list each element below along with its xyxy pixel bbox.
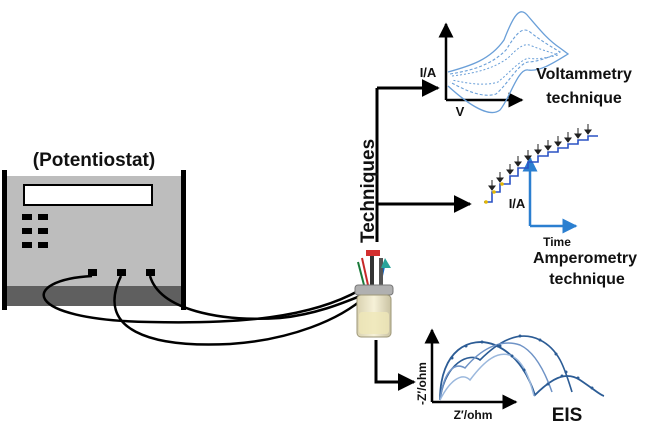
eis-x-label: Z′/ohm xyxy=(454,408,493,422)
eis-curve xyxy=(439,353,535,401)
voltammetry-curve xyxy=(447,11,570,114)
button-icon xyxy=(38,228,48,234)
voltammetry-y-label: I/A xyxy=(420,65,437,80)
electrochemical-cell-icon xyxy=(354,250,394,338)
button-icon xyxy=(22,228,32,234)
voltammetry-title-line1: Voltammetry xyxy=(536,66,632,83)
potentiostat-right-post xyxy=(181,170,186,310)
cable-3 xyxy=(148,275,371,320)
point-markers xyxy=(484,182,504,204)
button-icon xyxy=(38,242,48,248)
button-icon xyxy=(22,242,32,248)
lead-wire xyxy=(357,261,365,286)
button-icon xyxy=(38,214,48,220)
eis-curve xyxy=(439,335,573,401)
connector-port xyxy=(117,269,126,276)
arrow-icon xyxy=(374,340,416,391)
eis-curve xyxy=(439,341,605,401)
cell-cap xyxy=(354,284,394,296)
cable-1 xyxy=(42,274,361,324)
voltammetry-x-label: V xyxy=(456,104,465,119)
amperometry-title-line2: technique xyxy=(549,271,625,288)
electrode-tip xyxy=(381,258,391,268)
voltammetry-curve xyxy=(451,44,560,85)
cell-solution xyxy=(359,312,389,334)
branch-arrows xyxy=(374,79,472,391)
amperometry-title-line1: Amperometry xyxy=(533,250,637,267)
voltammetry-title-line2: technique xyxy=(546,90,622,107)
techniques-label: Techniques xyxy=(358,139,379,243)
display-screen xyxy=(23,184,153,206)
button-icon xyxy=(22,214,32,220)
electrode-clip xyxy=(366,250,380,256)
cable-2 xyxy=(113,275,367,346)
eis-y-label: -Z′/ohm xyxy=(415,362,429,405)
injection-markers xyxy=(488,124,592,191)
amperometry-trace xyxy=(484,135,598,203)
eis-markers xyxy=(450,334,594,390)
electrode xyxy=(379,258,383,286)
connector-port xyxy=(88,269,97,276)
potentiostat-icon xyxy=(2,170,186,310)
potentiostat-base xyxy=(4,286,184,306)
connector-port xyxy=(146,269,155,276)
amperometry-plot xyxy=(484,124,598,234)
potentiostat-title: (Potentiostat) xyxy=(33,150,155,171)
voltammetry-curve xyxy=(449,29,562,96)
voltammetry-plot xyxy=(438,11,570,114)
electrode xyxy=(370,256,374,286)
lead-wire xyxy=(361,257,369,286)
eis-title: EIS xyxy=(552,405,583,424)
cable-icon xyxy=(42,274,371,346)
amperometry-x-label: Time xyxy=(543,235,571,249)
amperometry-y-label: I/A xyxy=(509,196,526,211)
eis-plot xyxy=(424,328,605,410)
eis-curve xyxy=(439,342,553,401)
potentiostat-left-post xyxy=(2,170,7,310)
